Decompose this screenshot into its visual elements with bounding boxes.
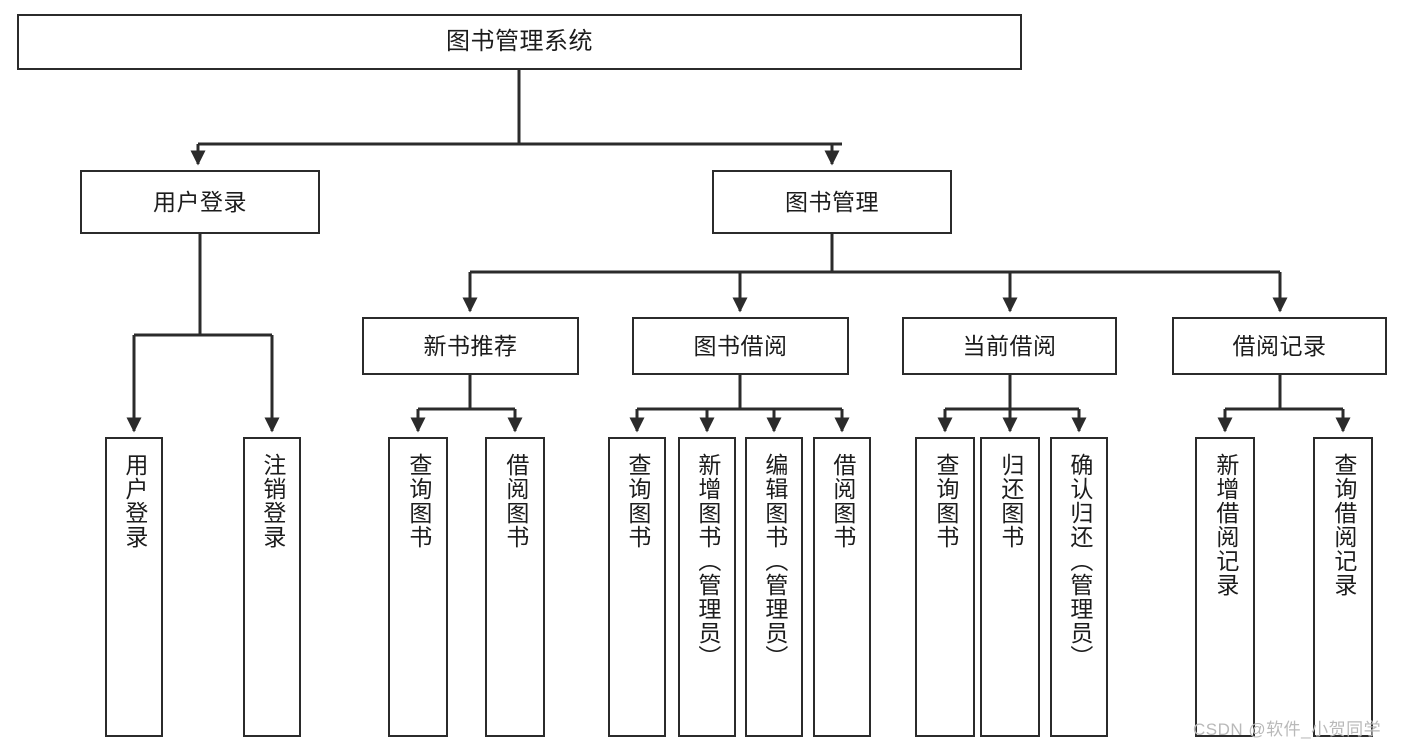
node-leaf-add-book[interactable]: 新增图书（管理员） [678,437,736,737]
node-user-login[interactable]: 用户登录 [80,170,320,234]
node-leaf-borrow-book-2[interactable]: 借阅图书 [813,437,871,737]
node-user-login-label: 用户登录 [153,188,247,215]
node-leaf-return-book-label: 归还图书 [997,453,1024,549]
node-leaf-confirm-return[interactable]: 确认归还（管理员） [1050,437,1108,737]
node-book-manage-label: 图书管理 [785,188,879,215]
node-leaf-user-login-label: 用户登录 [121,453,148,549]
node-leaf-add-borrow-record[interactable]: 新增借阅记录 [1195,437,1255,737]
node-leaf-user-login[interactable]: 用户登录 [105,437,163,737]
node-leaf-confirm-return-label: 确认归还（管理员） [1066,453,1093,669]
node-leaf-query-borrow-record-label: 查询借阅记录 [1330,453,1357,597]
node-leaf-return-book[interactable]: 归还图书 [980,437,1040,737]
node-leaf-edit-book[interactable]: 编辑图书（管理员） [745,437,803,737]
node-leaf-query-book-2-label: 查询图书 [624,453,651,549]
node-book-borrow[interactable]: 图书借阅 [632,317,849,375]
node-borrow-record[interactable]: 借阅记录 [1172,317,1387,375]
node-leaf-query-book-1[interactable]: 查询图书 [388,437,448,737]
node-leaf-query-book-2[interactable]: 查询图书 [608,437,666,737]
node-leaf-query-book-3[interactable]: 查询图书 [915,437,975,737]
node-root[interactable]: 图书管理系统 [17,14,1022,70]
node-leaf-query-borrow-record[interactable]: 查询借阅记录 [1313,437,1373,737]
node-borrow-record-label: 借阅记录 [1232,332,1327,359]
node-current-borrow-label: 当前借阅 [962,332,1057,359]
node-leaf-borrow-book-1-label: 借阅图书 [502,453,529,549]
node-new-book-recommend[interactable]: 新书推荐 [362,317,579,375]
node-leaf-query-book-3-label: 查询图书 [932,453,959,549]
csdn-watermark: CSDN @软件_小贺同学 [1193,720,1382,739]
node-new-book-recommend-label: 新书推荐 [423,332,518,359]
node-leaf-user-logout-label: 注销登录 [259,453,286,549]
node-current-borrow[interactable]: 当前借阅 [902,317,1117,375]
node-root-label: 图书管理系统 [446,28,593,56]
node-book-manage[interactable]: 图书管理 [712,170,952,234]
node-leaf-add-book-label: 新增图书（管理员） [694,453,721,669]
node-leaf-add-borrow-record-label: 新增借阅记录 [1212,453,1239,597]
node-leaf-user-logout[interactable]: 注销登录 [243,437,301,737]
node-leaf-borrow-book-2-label: 借阅图书 [829,453,856,549]
node-leaf-query-book-1-label: 查询图书 [405,453,432,549]
node-leaf-borrow-book-1[interactable]: 借阅图书 [485,437,545,737]
node-book-borrow-label: 图书借阅 [693,332,788,359]
node-leaf-edit-book-label: 编辑图书（管理员） [761,453,788,669]
